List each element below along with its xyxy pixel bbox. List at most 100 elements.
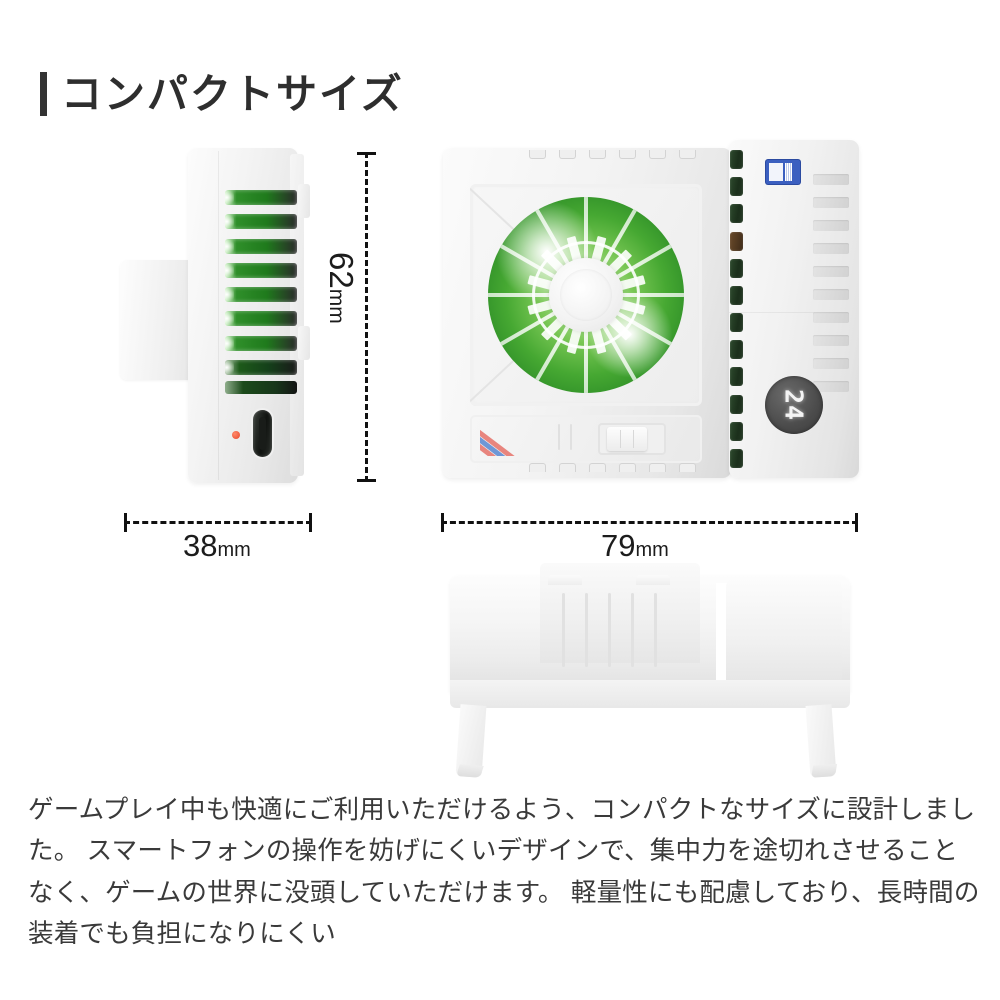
- notch: [559, 150, 576, 159]
- side-vent-slot: [225, 335, 297, 351]
- notch: [679, 150, 696, 159]
- side-rail-tab: [298, 184, 310, 218]
- display-module: 24: [729, 140, 859, 478]
- heading-title: コンパクトサイズ: [61, 70, 404, 117]
- side-vent-slot: [225, 359, 297, 375]
- module-slot: [813, 243, 849, 254]
- dimension-label-front-width: 79mm: [601, 528, 669, 564]
- dimension-unit: mm: [325, 288, 348, 324]
- module-slot: [813, 335, 849, 346]
- side-vent-slot: [225, 214, 297, 230]
- usb-c-port-icon: [253, 410, 272, 457]
- module-vent: [730, 340, 743, 360]
- notch: [529, 150, 546, 159]
- description-paragraph: ゲームプレイ中も快適にご利用いただけるよう、コンパクトなサイズに設計しました。 …: [28, 796, 980, 948]
- dimension-cap: [357, 479, 376, 482]
- dimension-label-side-width: 38mm: [183, 528, 251, 564]
- top-front-lip: [450, 680, 850, 708]
- dimension-value: 79: [601, 528, 636, 563]
- module-slot: [813, 312, 849, 323]
- dimension-unit: mm: [635, 539, 669, 561]
- notch: [559, 463, 576, 472]
- stripe-decal: [480, 422, 536, 456]
- side-rail-tab: [298, 326, 310, 360]
- fan-illuminated-disc: [488, 197, 684, 393]
- side-vent-slot: [225, 238, 297, 254]
- dimension-rule: [365, 152, 368, 482]
- module-vent: [730, 177, 743, 197]
- notch: [529, 463, 546, 472]
- notch: [649, 463, 666, 472]
- dimension-cap: [855, 513, 858, 532]
- top-notch-row: [529, 150, 696, 159]
- module-vent: [730, 231, 743, 251]
- notch: [589, 150, 606, 159]
- dimension-rule: [124, 521, 312, 524]
- top-module-block: [726, 577, 842, 689]
- bottom-notch-row: [529, 463, 696, 472]
- dimension-label-height: 62mm: [322, 252, 360, 324]
- module-slot: [813, 381, 849, 392]
- module-seam: [729, 312, 847, 313]
- side-vent-slot: [225, 311, 297, 327]
- fan-housing: [470, 184, 702, 406]
- product-label-sticker: [766, 160, 800, 184]
- panel-groove: [558, 424, 560, 450]
- module-vent: [730, 285, 743, 305]
- dimension-cap: [309, 513, 312, 532]
- panel-groove: [570, 424, 572, 450]
- dimension-line-front-width: [441, 508, 858, 538]
- temperature-display-value: 24: [779, 388, 809, 422]
- top-bump: [636, 575, 670, 585]
- side-vent-slot: [225, 190, 297, 205]
- notch: [619, 150, 636, 159]
- notch: [679, 463, 696, 472]
- module-slot: [813, 174, 849, 185]
- slider-knob[interactable]: [607, 427, 647, 451]
- module-vent: [730, 150, 743, 169]
- module-vent: [730, 448, 743, 468]
- module-vent: [730, 258, 743, 278]
- dimension-cap: [357, 152, 376, 155]
- product-image-stage: 24: [0, 130, 1000, 790]
- module-slot: [813, 358, 849, 369]
- module-slot: [813, 289, 849, 300]
- top-raised-section: [540, 563, 700, 667]
- fan-hub: [549, 258, 623, 332]
- module-vent: [730, 394, 743, 414]
- top-rib: [562, 593, 565, 667]
- status-led-indicator: [232, 431, 240, 439]
- module-vent: [730, 313, 743, 333]
- product-view-front: 24: [443, 140, 863, 485]
- side-vent-slot: [225, 262, 297, 278]
- side-vent-group: [225, 190, 297, 375]
- top-bump: [548, 575, 582, 585]
- side-rail: [290, 154, 304, 476]
- dimension-value: 62: [323, 252, 360, 289]
- top-rib: [585, 593, 588, 667]
- product-view-top: [440, 555, 860, 780]
- module-vent: [730, 204, 743, 224]
- page-heading: コンパクトサイズ: [40, 72, 404, 116]
- notch: [619, 463, 636, 472]
- dimension-value: 38: [183, 528, 218, 563]
- notch: [649, 150, 666, 159]
- module-vent: [730, 367, 743, 387]
- power-slider-switch[interactable]: [598, 423, 666, 455]
- notch: [589, 463, 606, 472]
- side-vent-slot-bottom: [225, 381, 297, 394]
- product-view-side: [120, 148, 340, 483]
- module-vent-group: [730, 150, 743, 468]
- module-slot: [813, 266, 849, 277]
- dimension-rule: [441, 521, 858, 524]
- module-vent: [730, 421, 743, 441]
- module-slot-group: [813, 174, 849, 392]
- module-slot: [813, 197, 849, 208]
- heading-accent-bar: [40, 72, 47, 116]
- dimension-unit: mm: [217, 539, 251, 561]
- side-vent-slot: [225, 287, 297, 303]
- side-body-seam: [218, 151, 219, 480]
- top-rib: [631, 593, 634, 667]
- dimension-line-side-width: [124, 508, 312, 538]
- top-rib: [654, 593, 657, 667]
